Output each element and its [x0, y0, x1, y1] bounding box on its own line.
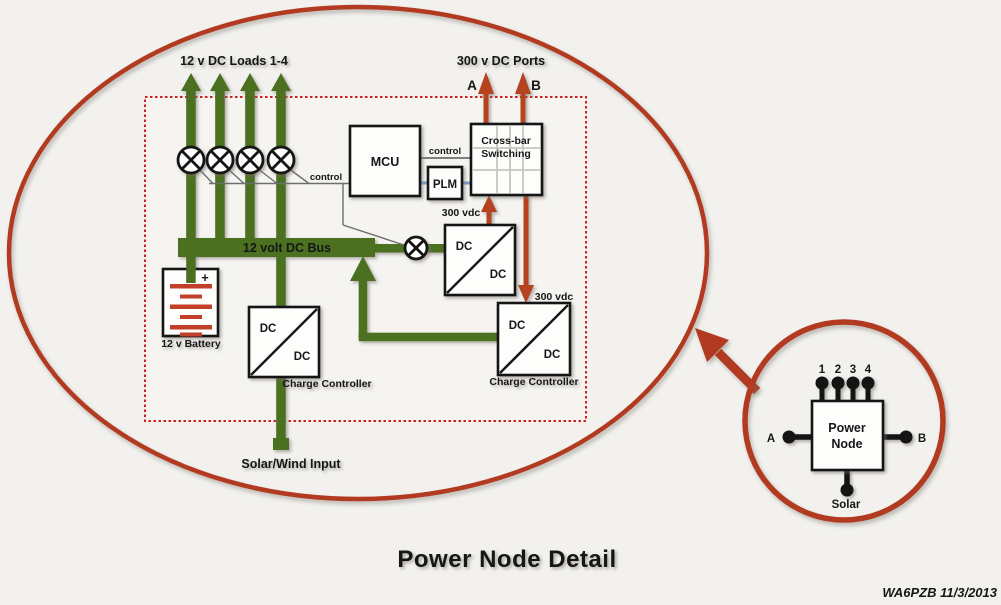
pin-4-label: 4 [865, 364, 872, 376]
left-charge-controller-diagonal [250, 308, 318, 376]
loads-heading: 12 v DC Loads 1-4 [180, 54, 288, 68]
pin-solar-label: Solar [832, 499, 861, 511]
control-label-mcu: control [429, 146, 461, 157]
switch3-control-stub [256, 167, 278, 185]
control-to-bus-switch [342, 224, 408, 247]
battery-plates [170, 284, 212, 337]
load-arrow-2 [210, 73, 230, 91]
pin-2-label: 2 [835, 364, 841, 376]
dcdc-to-crossbar-arrow [481, 195, 497, 212]
control-label-left: control [310, 172, 342, 183]
plm-box [426, 165, 464, 201]
load-arrow-4 [271, 73, 291, 91]
bus-feed-line-right [426, 244, 445, 253]
watermark: WA6PZB 11/3/2013 [882, 585, 997, 600]
port-b-arrow [515, 72, 531, 94]
crossbar-label-line1: Cross-bar [481, 135, 531, 147]
port-a-label: A [467, 78, 477, 93]
load-switches [176, 145, 429, 261]
pin-3-label: 3 [850, 364, 856, 376]
power-node-name-line1: Power [828, 421, 866, 435]
switch4-control-stub [287, 167, 310, 185]
return-arrow [350, 256, 376, 281]
ports-heading: 300 v DC Ports [457, 54, 545, 68]
dcdc-converter-dc-in: DC [456, 241, 473, 253]
battery-label: 12 v Battery [161, 338, 221, 350]
load-arrow-3 [240, 73, 260, 91]
pin-1-dot [815, 376, 829, 390]
crossbar-grid [473, 126, 540, 193]
solar-wind-label: Solar/Wind Input [241, 457, 341, 471]
pointer-arrow-head [695, 328, 729, 362]
detail-ellipse [6, 4, 710, 502]
battery-feed-line [186, 255, 196, 283]
power-node-name-line2: Node [831, 437, 862, 451]
port-b-label: B [531, 78, 541, 93]
battery-plus-sign: + [201, 271, 208, 285]
power-node-box [810, 399, 885, 472]
dcdc-converter-diagonal [446, 226, 514, 294]
red-300v-network [478, 72, 534, 303]
right-cc-label: Charge Controller [489, 376, 578, 388]
crossbar-box [469, 122, 544, 197]
dcdc-converter-dc-out: DC [490, 269, 507, 281]
control-wires [197, 157, 471, 247]
pin-b-dot [899, 430, 913, 444]
right-charge-controller-diagonal [499, 304, 569, 374]
return-line-vertical [358, 276, 368, 338]
page-title: Power Node Detail [397, 546, 616, 573]
power-node-pins [782, 376, 913, 497]
pin-2-dot [831, 376, 845, 390]
zoom-pointer-arrow [695, 328, 761, 395]
left-cc-dc-out: DC [294, 351, 311, 363]
load-arrow-1 [181, 73, 201, 91]
vdc-label-down: 300 vdc [535, 291, 574, 303]
switch2-control-stub [226, 167, 245, 185]
left-cc-dc-in: DC [260, 323, 277, 335]
port-a-arrow [478, 72, 494, 94]
solar-wind-terminal [273, 438, 289, 450]
pin-3-dot [846, 376, 860, 390]
pin-a-dot [782, 430, 796, 444]
pin-1-label: 1 [819, 364, 826, 376]
mcu-box [348, 124, 422, 198]
power-node-circle [742, 319, 946, 523]
mcu-label: MCU [371, 155, 399, 169]
crossbar-label-line2: Switching [481, 148, 531, 160]
pin-b-label: B [918, 433, 926, 445]
battery-group: + [161, 255, 220, 338]
left-cc-label: Charge Controller [282, 378, 371, 390]
bus-feed-line-left [375, 244, 406, 253]
return-line-horizontal [358, 332, 499, 342]
plm-label: PLM [433, 179, 457, 191]
right-cc-dc-out: DC [544, 349, 561, 361]
right-cc-dc-in: DC [509, 320, 526, 332]
dc-bus-bar [178, 238, 375, 257]
bus-label: 12 volt DC Bus [243, 241, 331, 255]
pin-a-label: A [767, 433, 775, 445]
power-node-symbol: Power Node 1 2 3 4 A B Solar [742, 319, 946, 523]
vdc-label-up: 300 vdc [442, 207, 481, 219]
crossbar-to-cc-arrow [518, 285, 534, 303]
pin-4-dot [861, 376, 875, 390]
component-boxes: MCU PLM Cross-bar Switching DC DC DC DC … [247, 122, 579, 390]
pin-solar-dot [840, 483, 854, 497]
